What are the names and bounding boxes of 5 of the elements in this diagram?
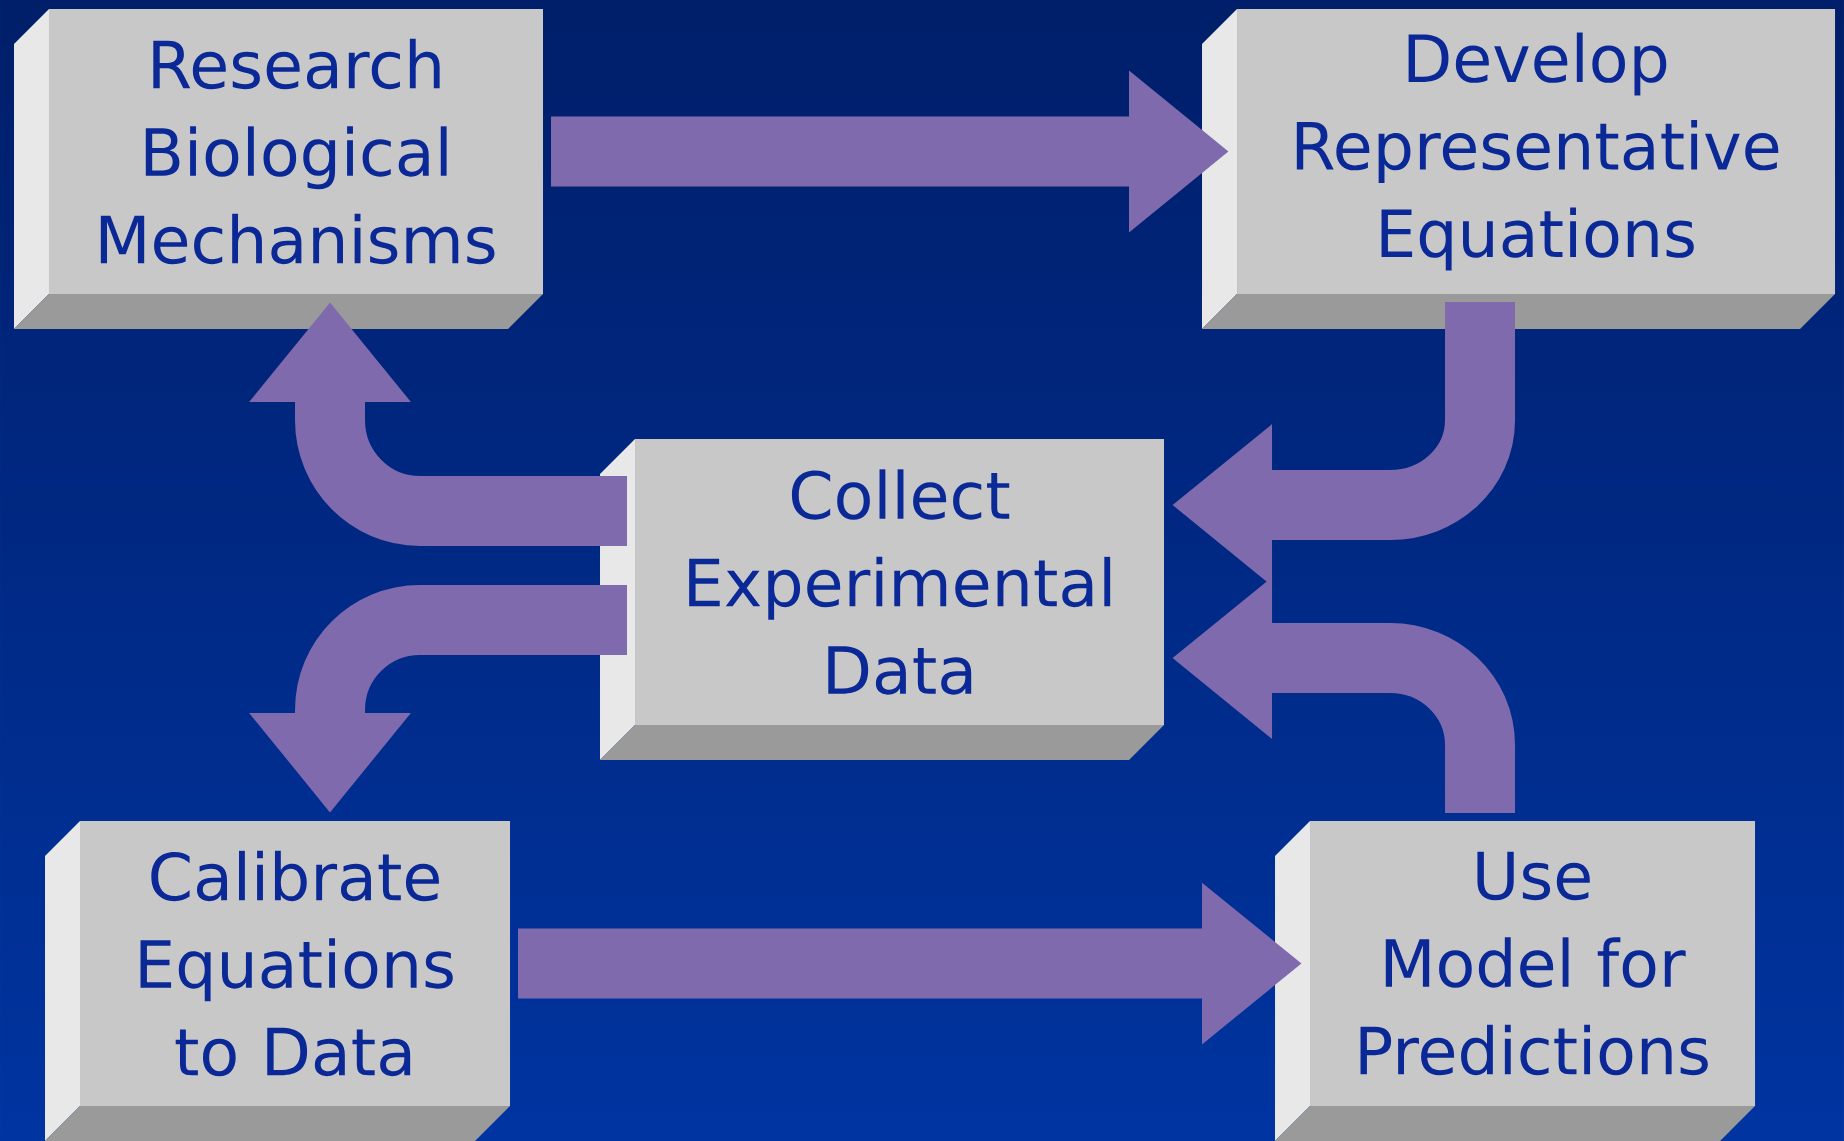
process-box: Develop Representative Equations xyxy=(1202,9,1836,329)
process-box: Calibrate Equations to Data xyxy=(45,821,510,1141)
process-box: Use Model for Predictions xyxy=(1275,821,1756,1141)
process-box: Collect Experimental Data xyxy=(600,439,1164,760)
process-box: Research Biological Mechanisms xyxy=(14,9,543,329)
